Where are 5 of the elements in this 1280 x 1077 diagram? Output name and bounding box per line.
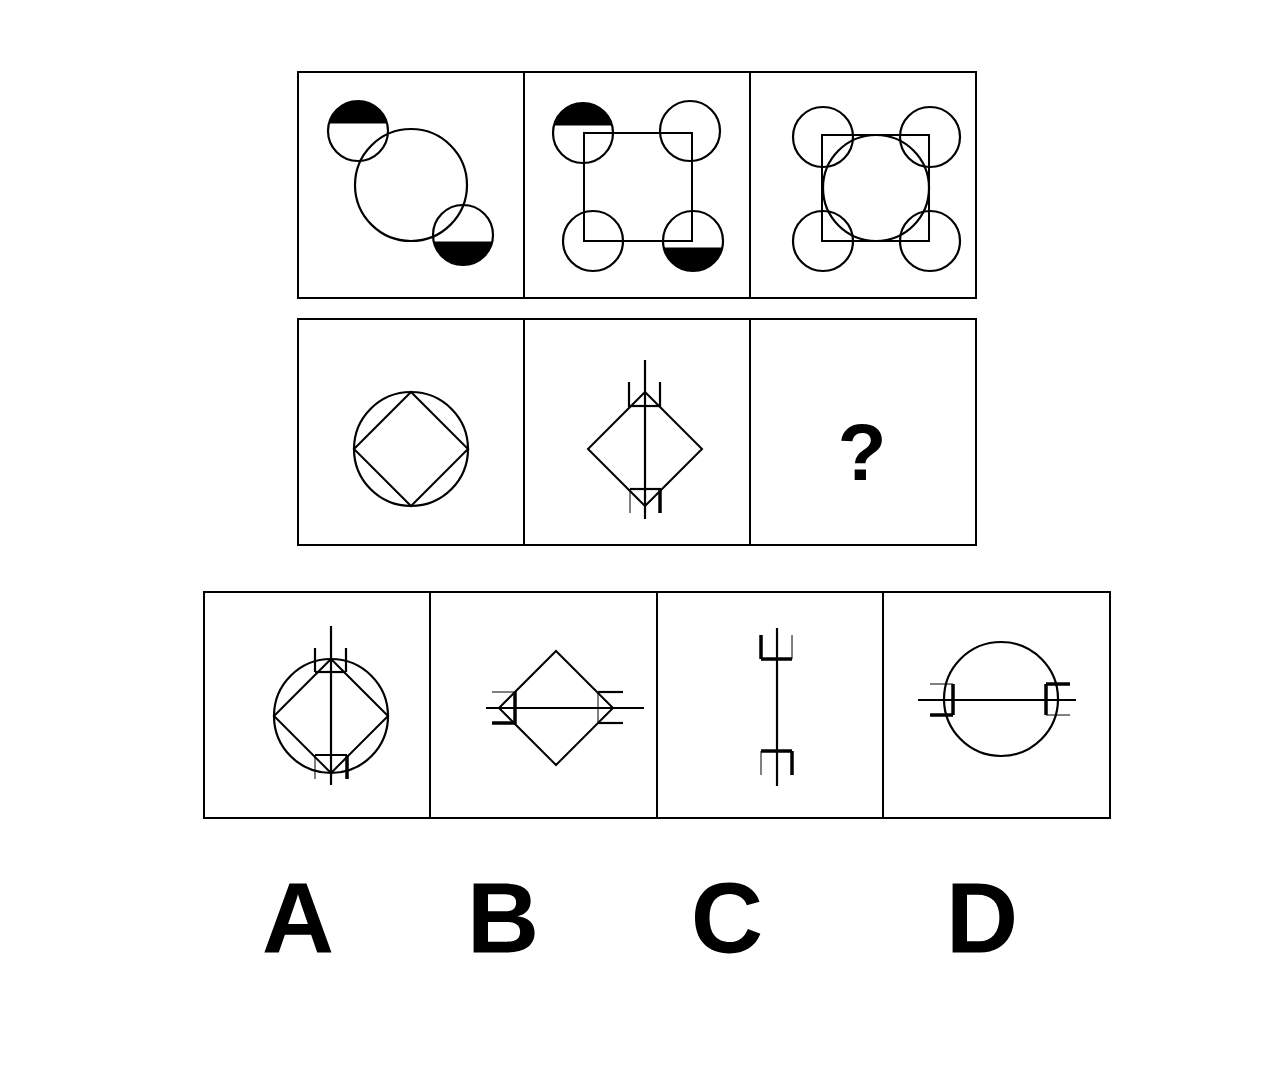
option-letter: C	[695, 882, 761, 954]
question-mark: ?	[841, 424, 882, 480]
option-letter: D	[952, 883, 1014, 953]
option-letter: B	[473, 883, 535, 953]
option-letter: A	[264, 883, 332, 953]
